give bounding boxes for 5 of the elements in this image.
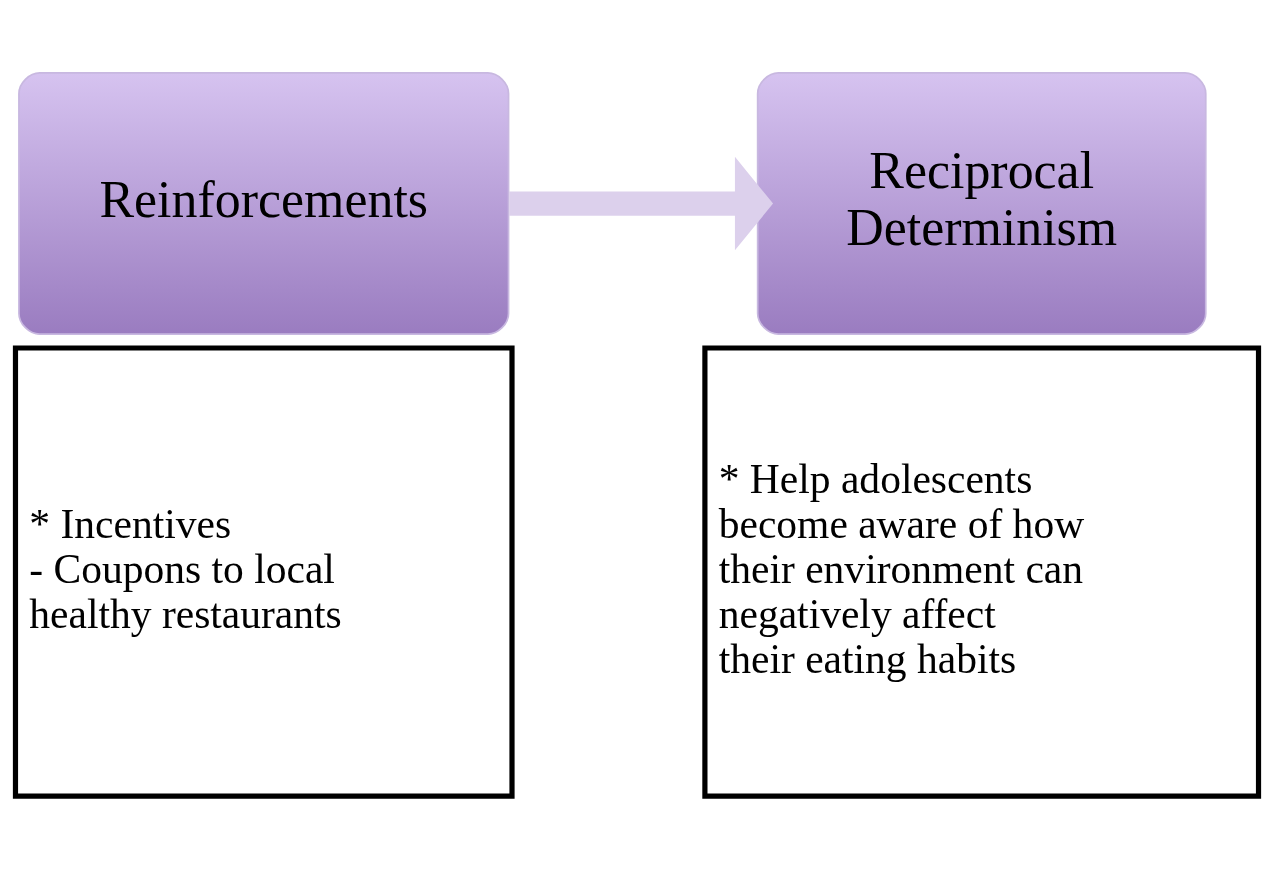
node-box: Reciprocal Determinism: [756, 72, 1207, 336]
arrow: [509, 156, 774, 251]
node-box: * Incentives - Coupons to local healthy restaurants: [12, 345, 515, 799]
node-box: * Help adolescents become aware of how their environment can negatively affect their eating habits: [702, 345, 1262, 799]
node-box: Reinforcements: [18, 72, 510, 336]
